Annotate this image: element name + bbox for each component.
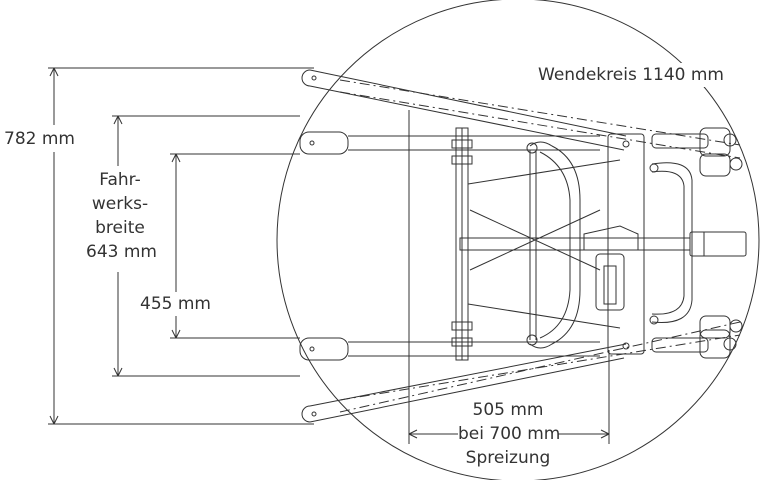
central-boom bbox=[459, 231, 747, 257]
chassis-width-line-3: breite bbox=[95, 218, 145, 238]
dimension-643mm bbox=[112, 115, 300, 377]
lower-leg-closed bbox=[299, 337, 600, 361]
dimension-505mm bbox=[408, 110, 610, 444]
length-line-1: 505 mm bbox=[458, 398, 558, 422]
length-line-2: bei 700 mm bbox=[458, 422, 561, 446]
turning-circle-label: Wendekreis 1140 mm bbox=[538, 63, 724, 87]
turning-circle bbox=[276, 0, 760, 480]
rear-castor-lower bbox=[651, 315, 743, 359]
length-line-3: Spreizung bbox=[458, 446, 558, 470]
chassis-width-line-4: 643 mm bbox=[86, 242, 157, 262]
chassis-width-label: Fahr- werks- breite 643 mm bbox=[86, 168, 157, 264]
rear-castor-upper bbox=[651, 127, 743, 177]
length-label: 505 mm bei 700 mm Spreizung bbox=[458, 398, 561, 470]
cross-braces bbox=[467, 150, 621, 340]
front-crossbar bbox=[451, 127, 473, 361]
upper-leg-closed bbox=[299, 131, 600, 155]
lower-splayed-leg bbox=[301, 321, 741, 423]
overall-width-label: 782 mm bbox=[4, 127, 75, 151]
mast-base bbox=[583, 133, 645, 355]
inner-width-label: 455 mm bbox=[140, 292, 211, 316]
upper-splayed-leg bbox=[301, 69, 741, 159]
dimension-782mm bbox=[48, 67, 314, 425]
handle-frame bbox=[526, 141, 581, 349]
chassis-width-line-2: werks- bbox=[91, 194, 149, 214]
chassis-width-line-1: Fahr- bbox=[99, 170, 141, 190]
dimension-455mm bbox=[170, 153, 300, 339]
rear-handle bbox=[649, 162, 693, 325]
